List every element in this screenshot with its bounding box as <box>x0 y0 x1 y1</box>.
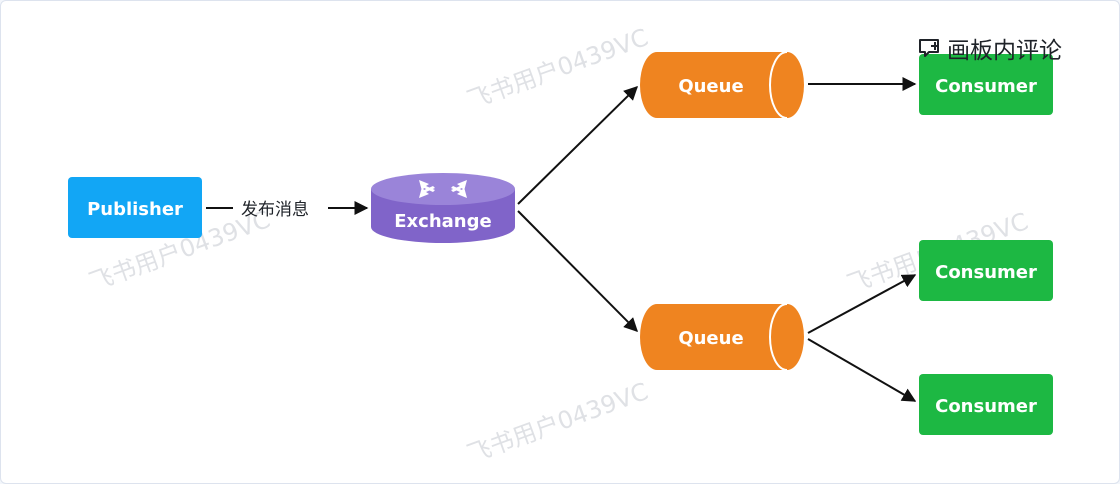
exchange-node[interactable]: Exchange <box>371 173 515 243</box>
consumer-1-label: Consumer <box>935 76 1037 97</box>
consumer-3-label: Consumer <box>935 396 1037 417</box>
consumer-2-label: Consumer <box>935 262 1037 283</box>
queue-top-label: Queue <box>678 76 743 97</box>
whiteboard-comment-button[interactable]: 画板内评论 <box>917 31 1062 65</box>
publisher-label: Publisher <box>87 199 183 220</box>
consumer-2-node[interactable]: Consumer <box>919 240 1053 301</box>
edge-label-publish-message: 发布消息 <box>241 200 309 220</box>
router-arrows-icon <box>419 180 467 198</box>
queue-bottom-body[interactable] <box>640 304 804 370</box>
publisher-box[interactable] <box>68 177 202 238</box>
comment-add-icon <box>917 36 941 60</box>
consumer-1-box[interactable] <box>919 54 1053 115</box>
consumer-1-node[interactable]: Consumer <box>919 54 1053 115</box>
edges: 发布消息 <box>206 77 917 402</box>
exchange-top[interactable] <box>371 173 515 205</box>
consumer-2-box[interactable] <box>919 240 1053 301</box>
queue-bottom-label: Queue <box>678 328 743 349</box>
edge-queue-bottom-to-consumer-3[interactable] <box>807 338 917 402</box>
queue-top-end-cap <box>769 51 788 119</box>
comment-button-label: 画板内评论 <box>947 38 1062 64</box>
publisher-node[interactable]: Publisher <box>68 177 202 238</box>
consumer-3-box[interactable] <box>919 374 1053 435</box>
exchange-label: Exchange <box>394 211 491 232</box>
queue-bottom-end-cap <box>769 303 788 371</box>
edge-exchange-to-queue-bottom[interactable] <box>517 210 638 332</box>
consumer-3-node[interactable]: Consumer <box>919 374 1053 435</box>
watermark-text: 飞书用户0439VC <box>463 377 651 468</box>
edge-exchange-to-queue-top[interactable] <box>517 86 638 205</box>
watermark-group: 飞书用户0439VC 飞书用户0439VC 飞书用户0439VC 飞书用户043… <box>85 23 1031 468</box>
queue-top-body[interactable] <box>640 52 804 118</box>
edge-queue-bottom-to-consumer-2[interactable] <box>807 274 917 334</box>
queue-bottom-node[interactable]: Queue <box>640 303 804 371</box>
queue-top-node[interactable]: Queue <box>640 51 804 119</box>
